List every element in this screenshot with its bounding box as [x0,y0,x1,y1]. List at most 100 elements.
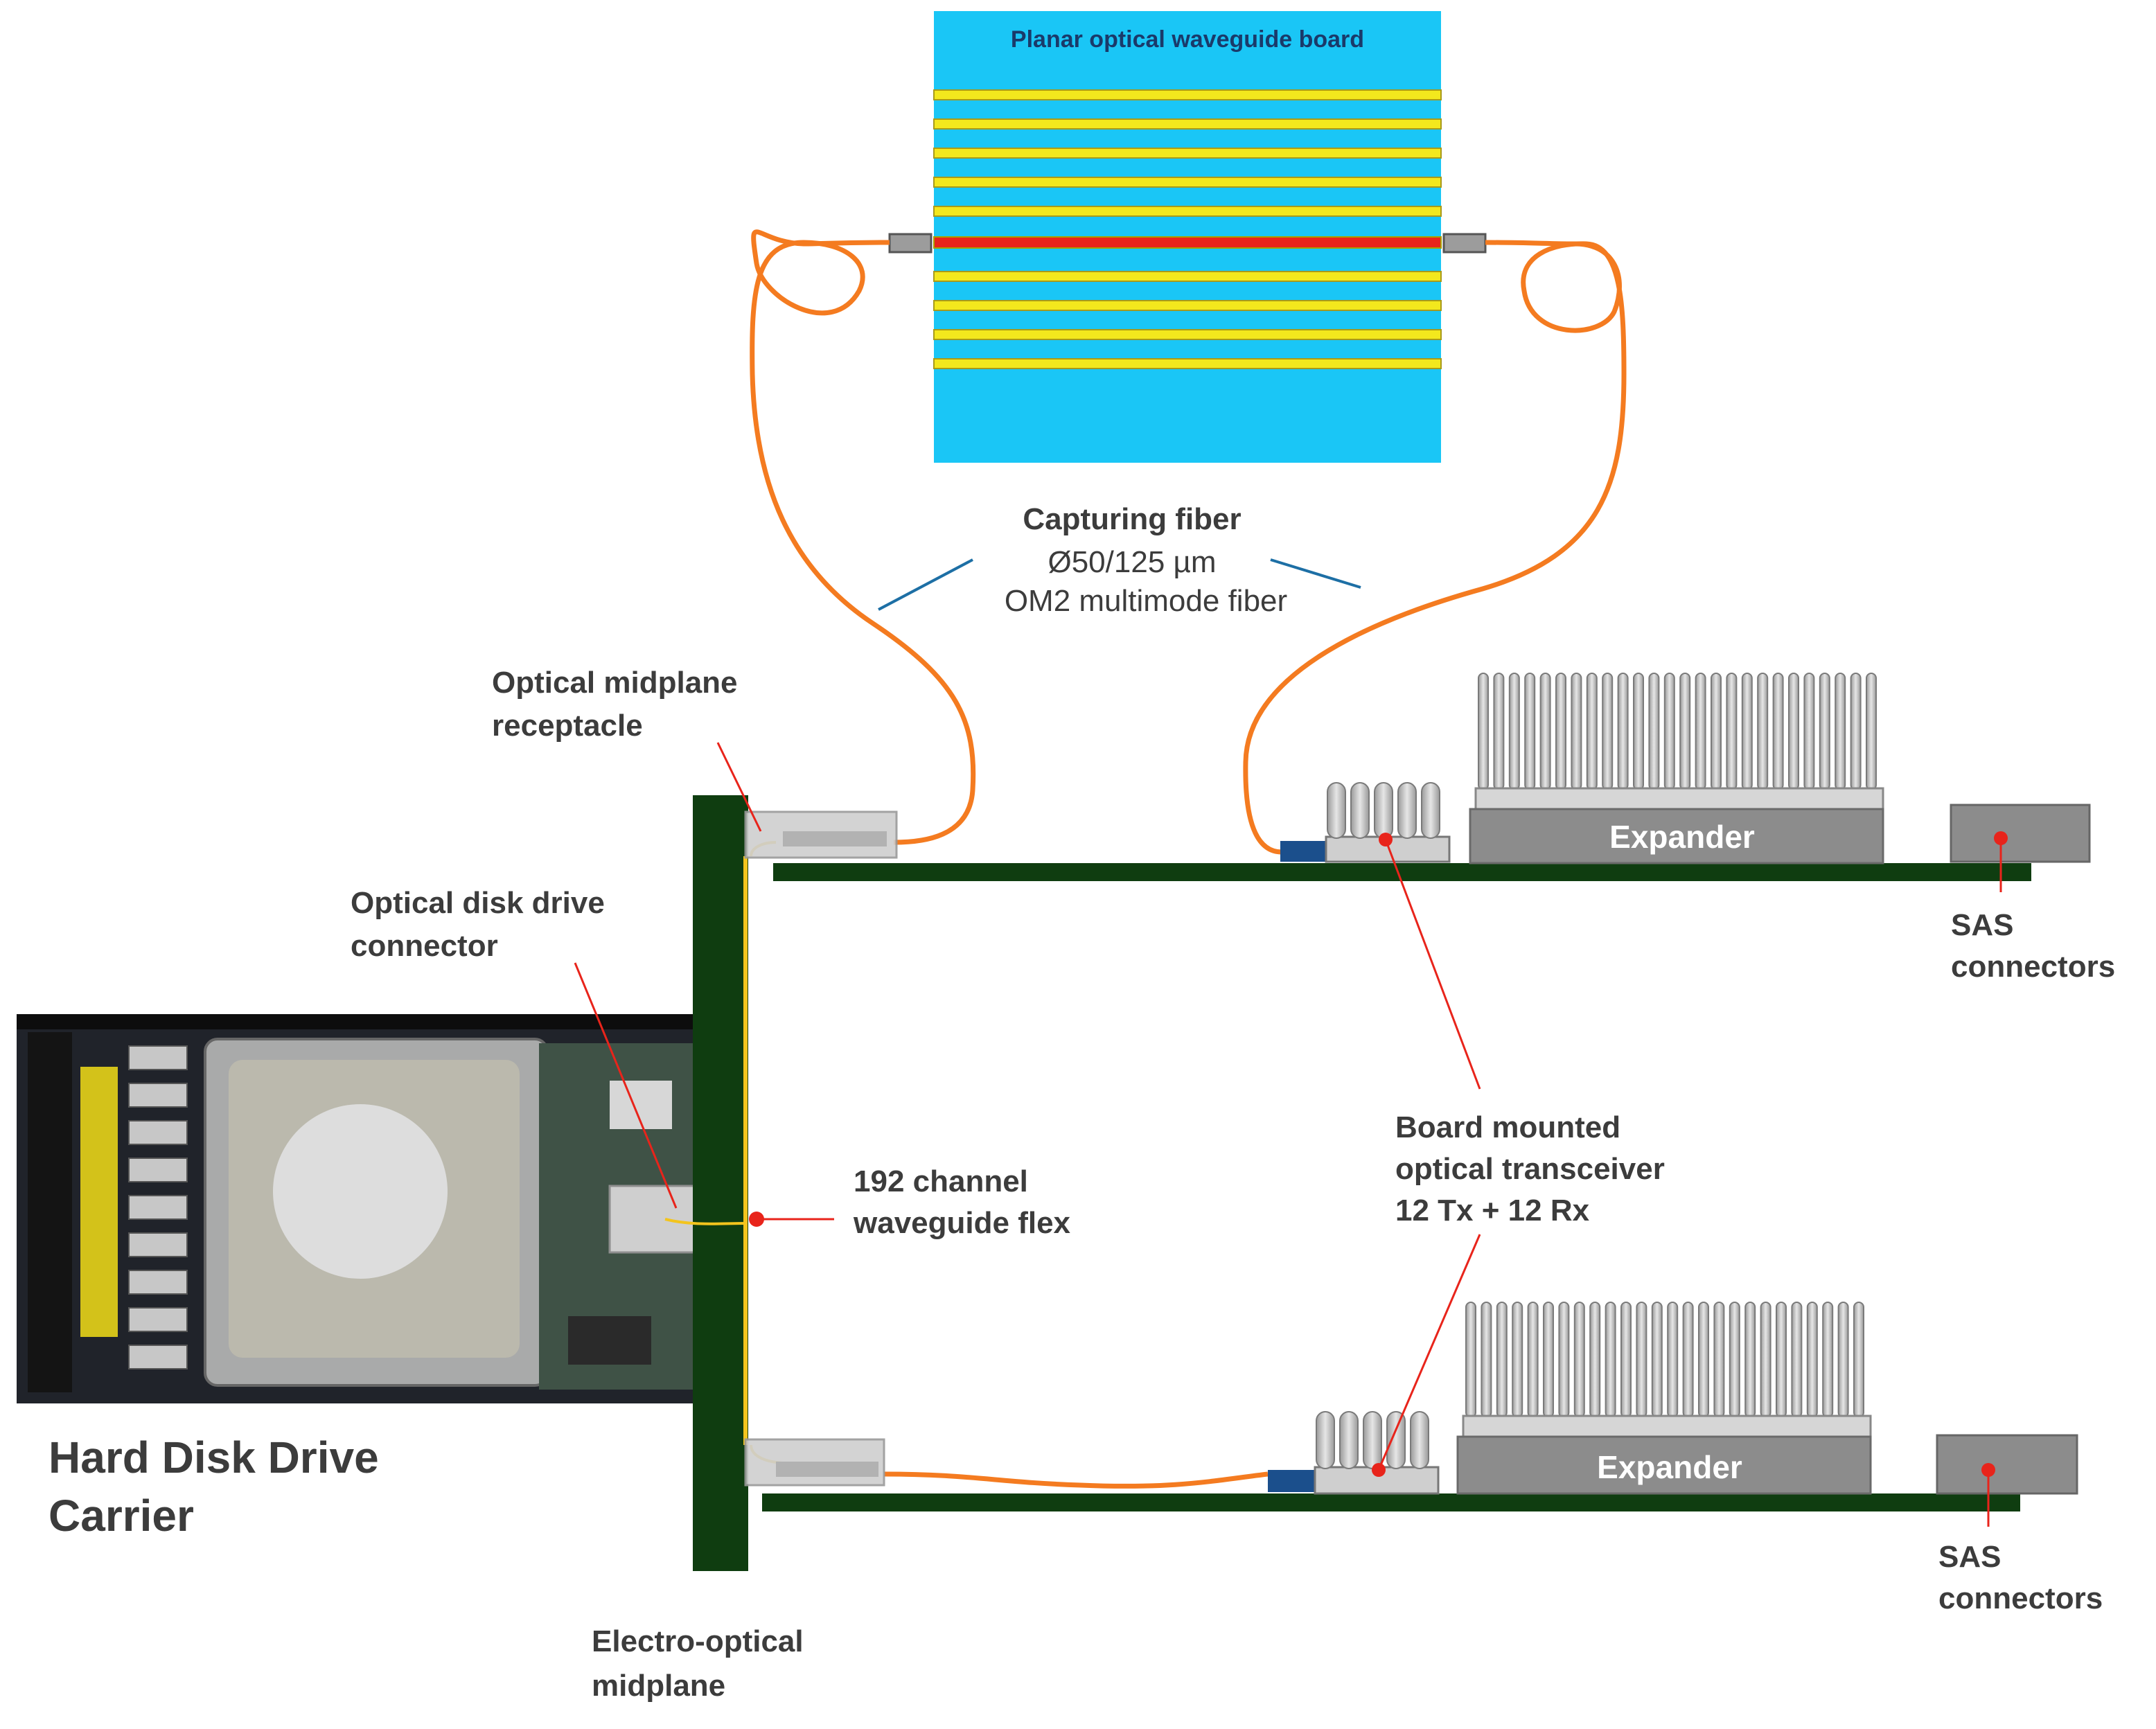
heatsink-fin [1757,673,1769,790]
board-fiber-bottom [883,1471,1269,1489]
heatsink-fin [1695,673,1706,790]
bottom-expander: Expander [1456,1302,1872,1495]
electro-optical-midplane [693,795,748,1571]
waveguide-channel [933,300,1442,311]
heatsink-fin [1397,782,1417,839]
heatsink-fin [1374,782,1393,839]
heatsink-fin [1760,1302,1771,1418]
top-line-card: Expander [744,673,2091,881]
flex-label-line2: waveguide flex [853,1206,1071,1240]
capturing-fibers [750,229,1627,1489]
top-expander: Expander [1469,673,1884,864]
carrier-vent-slot [128,1270,188,1295]
fiber-title: Capturing fiber [1023,502,1241,536]
transceiver-label-line3: 12 Tx + 12 Rx [1395,1194,1590,1227]
heatsink-fin [1617,673,1629,790]
heatsink-fin [1648,673,1660,790]
transceiver-label-line1: Board mounted [1395,1110,1620,1144]
receptacle-label-line1: Optical midplane [492,666,738,700]
heatsink-fin [1698,1302,1709,1418]
top-sas-connector [1950,804,2091,863]
heatsink-fin [1602,673,1614,790]
heatsink-fin [1682,1302,1694,1418]
heatsink-fin [1496,1302,1508,1418]
sas-top-label-line1: SAS [1951,908,2013,942]
heatsink-fin [1543,1302,1554,1418]
fiber-spec-line1: Ø50/125 µm [1048,545,1216,579]
top-expander-label: Expander [1609,819,1755,855]
pointer-transceiver-top [1384,839,1481,1090]
heatsink-fin [1478,673,1489,790]
heatsink-fin [1837,1302,1849,1418]
fiber-spec-line2: OM2 multimode fiber [1005,584,1287,618]
fiber-connector-right [1442,233,1487,254]
heatsink-fin [1866,673,1877,790]
drive-connector-label-line1: Optical disk drive [351,886,605,920]
heatsink-fin [1316,1411,1335,1469]
heatsink-fin [1713,1302,1725,1418]
bottom-board [762,1493,2020,1511]
heatsink-fin [1421,782,1440,839]
heatsink-fin [1410,1411,1429,1469]
heatsink-fin [1776,1302,1787,1418]
drive-platter [273,1104,448,1279]
heatsink-fin [1726,673,1738,790]
heatsink-fin [1803,673,1815,790]
waveguide-channel [933,329,1442,340]
heatsink-fin [1667,1302,1679,1418]
waveguide-channel [933,148,1442,159]
carrier-label-line1: Hard Disk Drive [48,1433,379,1482]
heatsink-fin [1741,673,1753,790]
heatsink-fin [1481,1302,1492,1418]
pointer-receptacle [716,742,762,832]
heatsink-fin [1711,673,1722,790]
waveguide-board: Planar optical waveguide board [933,11,1442,463]
pointer-transceiver-bottom [1377,1234,1481,1471]
heatsink-fin [1772,673,1784,790]
heatsink-fin [1788,673,1799,790]
heatsink-fin [1633,673,1644,790]
heatsink-fin [1339,1411,1359,1469]
sas-bottom-label-line1: SAS [1938,1540,2001,1574]
fiber-leader-left [878,558,973,611]
heatsink-fin [1819,673,1830,790]
carrier-vent-slots [128,1045,188,1369]
heatsink-fin [1853,1302,1864,1418]
heatsink-fin [1822,1302,1834,1418]
heatsink-fin [1558,1302,1570,1418]
receptacle-label-line2: receptacle [492,709,643,743]
active-waveguide-channel [933,236,1442,249]
carrier-vent-slot [128,1045,188,1070]
heatsink-fin [1636,1302,1647,1418]
pointer-lines [574,742,2002,1527]
bottom-line-card: Expander [744,1302,2078,1511]
top-board [773,863,2031,881]
heatsink-fin [1663,673,1675,790]
heatsink-fin [1573,1302,1585,1418]
capturing-fiber-right [1243,240,1627,855]
heatsink-fin [1512,1302,1523,1418]
midplane-label-line2: midplane [592,1669,725,1703]
sas-top-label-line2: connectors [1951,950,2115,984]
waveguide-channels [933,89,1442,369]
pointer-dots [749,831,2008,1477]
waveguide-channel [933,358,1442,369]
heatsink-fin [1605,1302,1616,1418]
heatsink-fin [1791,1302,1803,1418]
pointer-drive-connector [574,962,678,1209]
carrier-vent-slot [128,1158,188,1182]
carrier-vent-slot [128,1083,188,1108]
transceiver-label-line2: optical transceiver [1395,1152,1665,1186]
midplane-label-line1: Electro-optical [592,1624,804,1658]
flex-label-line1: 192 channel [854,1164,1028,1198]
waveguide-channel [933,271,1442,282]
bottom-sas-connector [1936,1434,2078,1495]
waveguide-channel [933,118,1442,130]
heatsink-fin [1386,1411,1406,1469]
bottom-transceiver [1314,1411,1440,1495]
fiber-leader-right [1270,558,1361,589]
heatsink-fin [1571,673,1582,790]
optical-disk-drive-connector [608,1185,697,1254]
carrier-warning-label [80,1067,118,1337]
